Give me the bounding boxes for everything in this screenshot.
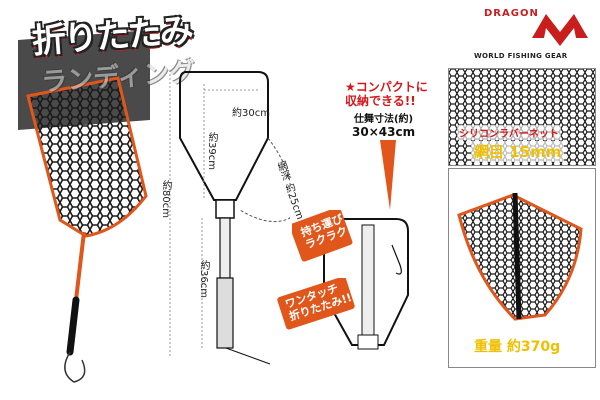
net-photo-panel: [448, 168, 596, 368]
width-label: 約30cm: [232, 108, 270, 119]
onetouch-tag-shape: [277, 278, 355, 330]
handle-length-label: 約36cm: [198, 260, 209, 298]
brand-wordmark: DRAGON: [484, 8, 539, 19]
mesh-material: シリコンラバーネット: [457, 125, 561, 140]
brand-subtitle: WORLD FISHING GEAR: [474, 52, 568, 60]
mesh-panel: シリコンラバーネット 網目 15mm: [448, 68, 596, 166]
compact-callout-shape: [380, 140, 396, 210]
net-photo: [457, 192, 583, 321]
weight-label: 重量 約370g: [474, 339, 561, 355]
dragon-logo-icon: [532, 14, 588, 46]
total-length-label: 約80cm: [160, 180, 171, 218]
compact-sub2: 30×43cm: [352, 125, 416, 139]
carry-tag-shape: [292, 210, 353, 262]
head-length-label: 約39cm: [206, 132, 217, 170]
product-photo: [18, 30, 150, 383]
compact-line1: ★コンパクトに: [345, 80, 428, 94]
compact-sub1: 仕舞寸法(約): [353, 114, 414, 125]
compact-callout: ★コンパクトに 収納できる!!: [345, 80, 428, 108]
compact-size: 仕舞寸法(約) 30×43cm: [352, 114, 415, 138]
compact-line2: 収納できる!!: [345, 94, 416, 108]
mesh-size: 網目 15mm: [471, 141, 565, 162]
dimension-diagram: [169, 70, 290, 365]
